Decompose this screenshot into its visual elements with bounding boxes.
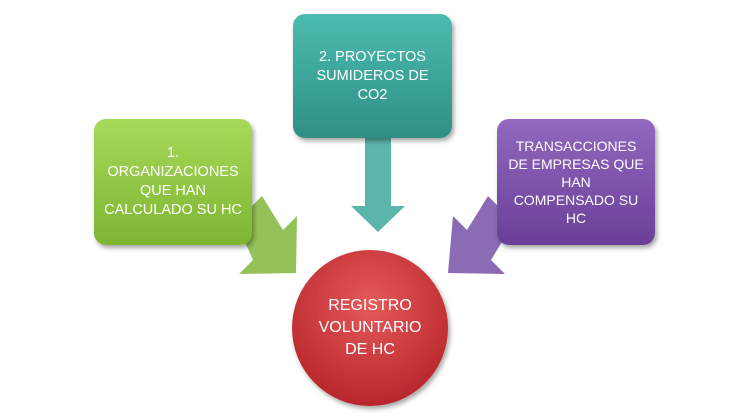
box-purple xyxy=(497,119,655,245)
label-proyectos-sumideros: 2. PROYECTOS SUMIDEROS DE CO2 xyxy=(316,48,429,103)
box-green xyxy=(94,119,252,245)
box-teal xyxy=(293,14,452,138)
label-transacciones: TRANSACCIONES DE EMPRESAS QUE HAN COMPEN… xyxy=(508,138,644,226)
label-organizaciones: 1. ORGANIZACIONES QUE HAN CALCULADO SU H… xyxy=(104,145,242,218)
circle-center xyxy=(292,250,448,406)
arrow-teal xyxy=(351,138,405,232)
label-registro-voluntario: REGISTRO VOLUNTARIO DE HC xyxy=(318,297,422,358)
